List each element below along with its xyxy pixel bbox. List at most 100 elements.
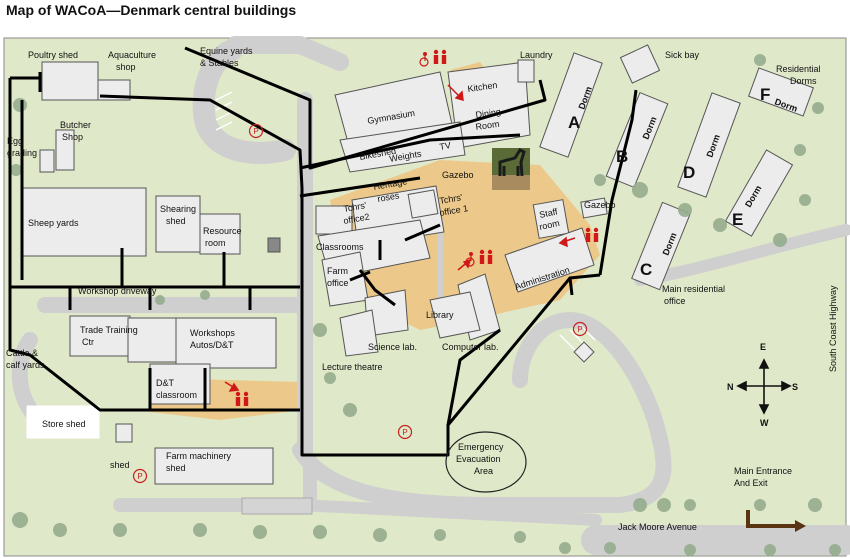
svg-text:P: P: [402, 428, 407, 437]
map-title: Map of WACoA—Denmark central buildings: [6, 2, 297, 18]
dorm-b-letter: B: [616, 147, 628, 166]
label-workshop-driveway: Workshop driveway: [78, 286, 157, 296]
label-calf-yards: calf yards: [6, 360, 45, 370]
dorm-f-letter: F: [760, 85, 770, 104]
label-south-coast-highway: South Coast Highway: [828, 285, 838, 372]
building-administration: [504, 227, 595, 293]
label-teachers-office-1: Tchrs': [439, 192, 464, 206]
access-paths: [8, 46, 638, 457]
label-main-residential-office: office: [664, 296, 685, 306]
label-tv: TV: [439, 140, 452, 152]
label-office-1: office 1: [439, 203, 469, 218]
label-main-residential: Main residential: [662, 284, 725, 294]
label-stables: & Stables: [200, 58, 239, 68]
label-egg: Egg: [7, 136, 23, 146]
label-gazebo-2: Gazebo: [584, 200, 616, 210]
building-lecture-theatre: [339, 309, 379, 357]
label-sick-bay: Sick bay: [665, 50, 700, 60]
building-library: [429, 291, 481, 339]
building-dorm-e: [724, 149, 794, 237]
compass-south-label: S: [792, 382, 798, 392]
toilets-icon: [235, 49, 599, 406]
dorm-d-letter: D: [683, 163, 695, 182]
building-workshops: [175, 317, 277, 369]
label-resource: Resource: [203, 226, 242, 236]
label-resource-room: room: [205, 238, 226, 248]
building-poultry-shed: [41, 61, 99, 101]
compass-west-label: W: [760, 418, 769, 428]
emergency-evacuation-area-outline: [445, 431, 527, 493]
label-library: Library: [426, 310, 454, 320]
label-kitchen: Kitchen: [467, 80, 498, 94]
label-trade-training: Trade Training: [80, 325, 138, 335]
building-sick-bay: [619, 44, 661, 84]
label-poultry-shed: Poultry shed: [28, 50, 78, 60]
direction-arrows: [224, 84, 576, 392]
building-dorm-d: [677, 92, 741, 198]
dorm-c-letter: C: [640, 260, 652, 279]
accessible-toilet-icon: [419, 51, 475, 267]
label-gazebo-1: Gazebo: [442, 170, 474, 180]
label-teachers-office-2: Tchrs': [343, 200, 368, 214]
entrance-arrow-head: [795, 520, 806, 532]
label-residential: Residential: [776, 64, 821, 74]
label-jack-moore-avenue: Jack Moore Avenue: [618, 522, 697, 532]
label-staff-room: room: [538, 218, 560, 232]
label-aquaculture: Aquaculture: [108, 50, 156, 60]
label-shearing: Shearing: [160, 204, 196, 214]
label-dt: D&T: [156, 378, 175, 388]
building-trade-training-ctr: [69, 315, 131, 357]
building-teachers-office-1: [407, 189, 439, 219]
label-aquaculture-shop: shop: [116, 62, 136, 72]
compass-north-label: N: [727, 382, 734, 392]
building-resource-room: [199, 213, 241, 255]
label-staff: Staff: [538, 206, 559, 220]
label-farm-machinery-shed: shed: [166, 463, 186, 473]
label-dt-classroom: classroom: [156, 390, 197, 400]
label-dining-room: Room: [475, 119, 500, 132]
label-farm-machinery: Farm machinery: [166, 451, 232, 461]
building-dt-classroom: [149, 363, 211, 405]
svg-text:P: P: [577, 325, 582, 334]
label-shed: shed: [110, 460, 130, 470]
label-shearing-shed: shed: [166, 216, 186, 226]
label-evacuation: Evacuation: [456, 454, 501, 464]
label-butcher-shop: Shop: [62, 132, 83, 142]
svg-text:P: P: [137, 472, 142, 481]
label-cattle: Cattle &: [6, 348, 38, 358]
label-farm-office: office: [327, 278, 348, 288]
label-equine-yards: Equine yards: [200, 46, 253, 56]
compass-rose-icon: [736, 358, 792, 415]
dorm-a-letter: A: [568, 113, 580, 132]
label-computer-lab: Computer lab.: [442, 342, 499, 352]
parking-icon: P P P P: [132, 123, 588, 484]
label-science-lab: Science lab.: [368, 342, 417, 352]
label-area: Area: [474, 466, 493, 476]
label-laundry: Laundry: [520, 50, 553, 60]
label-farm: Farm: [327, 266, 348, 276]
svg-text:P: P: [253, 127, 258, 136]
label-trade-ctr: Ctr: [82, 337, 94, 347]
label-egg-grading: grading: [7, 148, 37, 158]
building-staff-room: [532, 199, 570, 239]
building-dorm-a: [539, 52, 603, 158]
building-dorm-f: [747, 67, 815, 117]
horse-statue-icon: [492, 148, 530, 190]
label-heritage-roses: roses: [377, 190, 401, 204]
label-main-entrance: Main Entrance: [734, 466, 792, 476]
building-store-shed: [26, 405, 100, 439]
label-store-shed: Store shed: [42, 419, 86, 429]
label-emergency: Emergency: [458, 442, 504, 452]
building-shed: [115, 423, 133, 443]
label-butcher: Butcher: [60, 120, 91, 130]
label-classrooms: Classrooms: [316, 242, 364, 252]
tree-icon: [10, 54, 841, 556]
parking-bays: [215, 91, 596, 351]
buildings: [21, 44, 815, 515]
building-sheep-yards: [21, 187, 147, 257]
entrance-arrow-icon: [746, 510, 795, 528]
building-gazebo: [580, 197, 608, 219]
compass-east-label: E: [760, 342, 766, 352]
